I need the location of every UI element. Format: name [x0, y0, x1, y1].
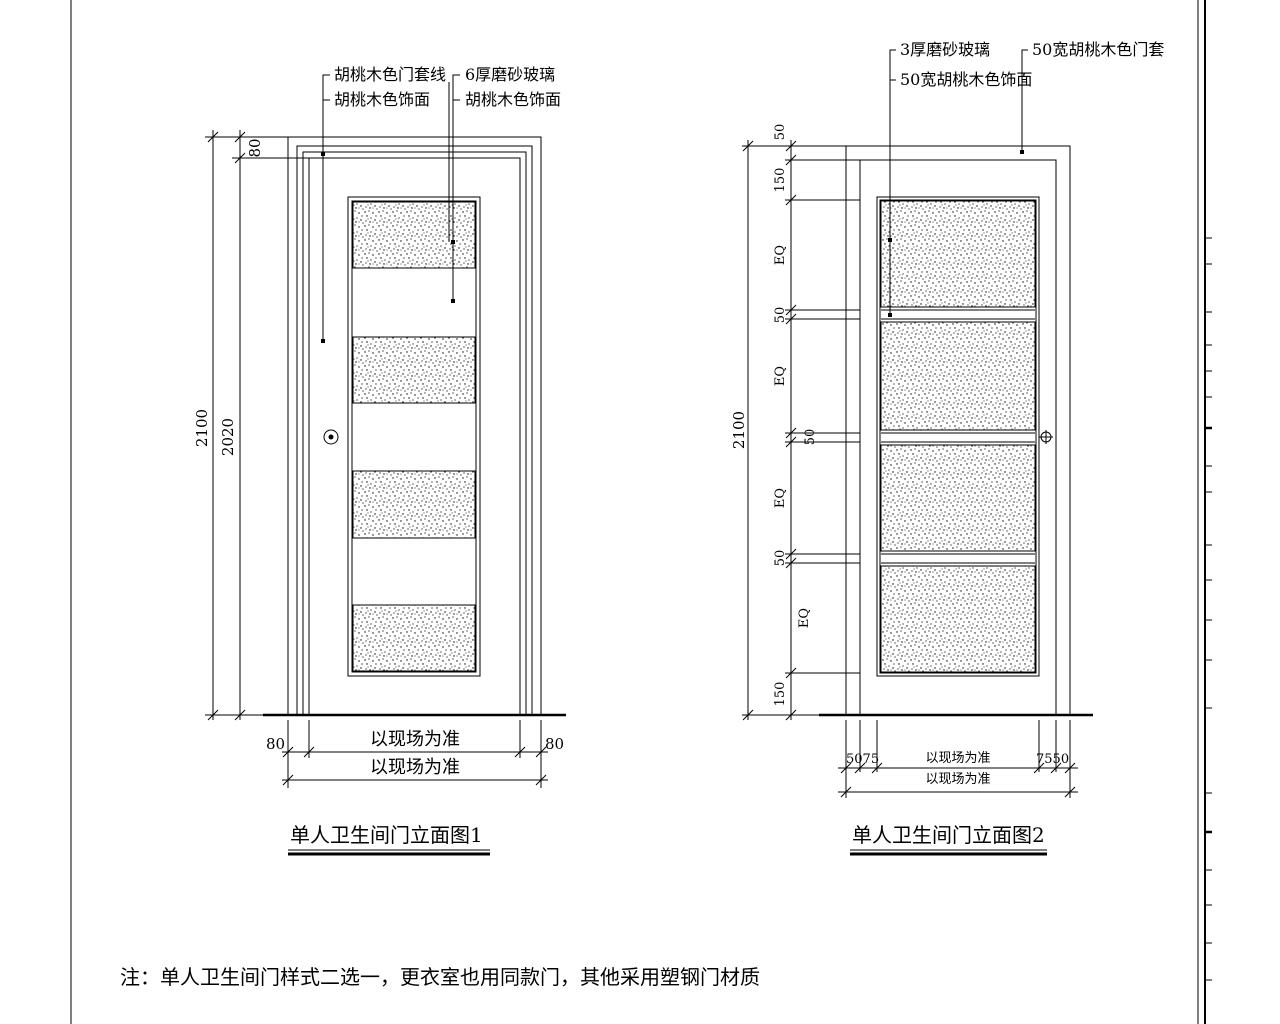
dim-seg-rail-top: 150	[773, 168, 788, 193]
frosted-glass-panel	[880, 200, 1036, 308]
dim-eq-1: EQ	[773, 245, 788, 265]
width-dimensions	[838, 720, 1078, 798]
dim-total-height: 2100	[193, 409, 211, 447]
dim-eq-4: EQ	[797, 608, 812, 628]
dim-total-height: 2100	[730, 411, 748, 449]
dim-eq-3: EQ	[773, 488, 788, 508]
door-elevation-2: 3厚磨砂玻璃 50宽胡桃木色饰面 50宽胡桃木色门套	[730, 40, 1164, 856]
height-dimensions	[742, 140, 860, 721]
leader-lines	[321, 74, 460, 343]
dim-left-trim: 80	[266, 735, 285, 753]
dim-eq-2: EQ	[773, 366, 788, 386]
dim-mid-2: 50	[803, 429, 818, 446]
frosted-glass-panel	[352, 604, 476, 672]
frosted-glass-panel	[352, 201, 476, 269]
width-dimensions	[282, 720, 548, 788]
dim-inner-width: 以现场为准	[925, 751, 990, 766]
dim-mid-3: 50	[773, 550, 788, 567]
leader-lines	[888, 49, 1028, 317]
label-glass: 3厚磨砂玻璃	[900, 40, 990, 59]
label-frame-trim: 胡桃木色门套线	[334, 65, 446, 84]
dim-total-width: 以现场为准	[370, 757, 460, 778]
label-frame-face: 胡桃木色饰面	[334, 90, 430, 109]
dim-mid-1: 50	[773, 307, 788, 324]
dim-leaf-height: 2020	[219, 418, 237, 456]
frosted-glass-panel	[352, 336, 476, 404]
door-handle-icon	[1039, 430, 1053, 444]
door-frame-outer	[845, 145, 1071, 715]
frosted-glass-panel	[880, 321, 1036, 431]
border-ticks	[1205, 237, 1212, 981]
title-door-2: 单人卫生间门立面图2	[852, 823, 1045, 847]
dim-right-segments: 7550	[1036, 752, 1069, 767]
label-glass: 6厚磨砂玻璃	[465, 65, 555, 84]
height-dimensions	[205, 130, 309, 721]
title-door-1: 单人卫生间门立面图1	[290, 823, 483, 847]
sheet-border	[70, 0, 1212, 1024]
dim-top-trim: 80	[246, 138, 264, 157]
dim-seg-top: 50	[773, 124, 788, 141]
door-leaf	[347, 196, 481, 677]
label-frame: 50宽胡桃木色门套	[1032, 40, 1164, 59]
label-panel-face: 胡桃木色饰面	[465, 90, 561, 109]
frosted-glass-panel	[352, 470, 476, 539]
door-elevation-1: 胡桃木色门套线 胡桃木色饰面 6厚磨砂玻璃 胡桃木色饰面 2100 2020 8…	[193, 65, 566, 856]
dim-inner-width: 以现场为准	[370, 729, 460, 750]
door-trim-outer	[287, 136, 542, 715]
frosted-glass-panel	[880, 565, 1036, 673]
frosted-glass-panel	[880, 444, 1036, 552]
dim-total-width: 以现场为准	[925, 772, 990, 787]
footer-note: 注：单人卫生间门样式二选一，更衣室也用同款门，其他采用塑钢门材质	[120, 965, 760, 989]
label-panel-face: 50宽胡桃木色饰面	[900, 70, 1032, 89]
door-handle-icon	[323, 429, 339, 445]
dim-left-segments: 5075	[846, 752, 879, 767]
dim-right-trim: 80	[545, 735, 564, 753]
dim-seg-bottom: 150	[773, 682, 788, 707]
